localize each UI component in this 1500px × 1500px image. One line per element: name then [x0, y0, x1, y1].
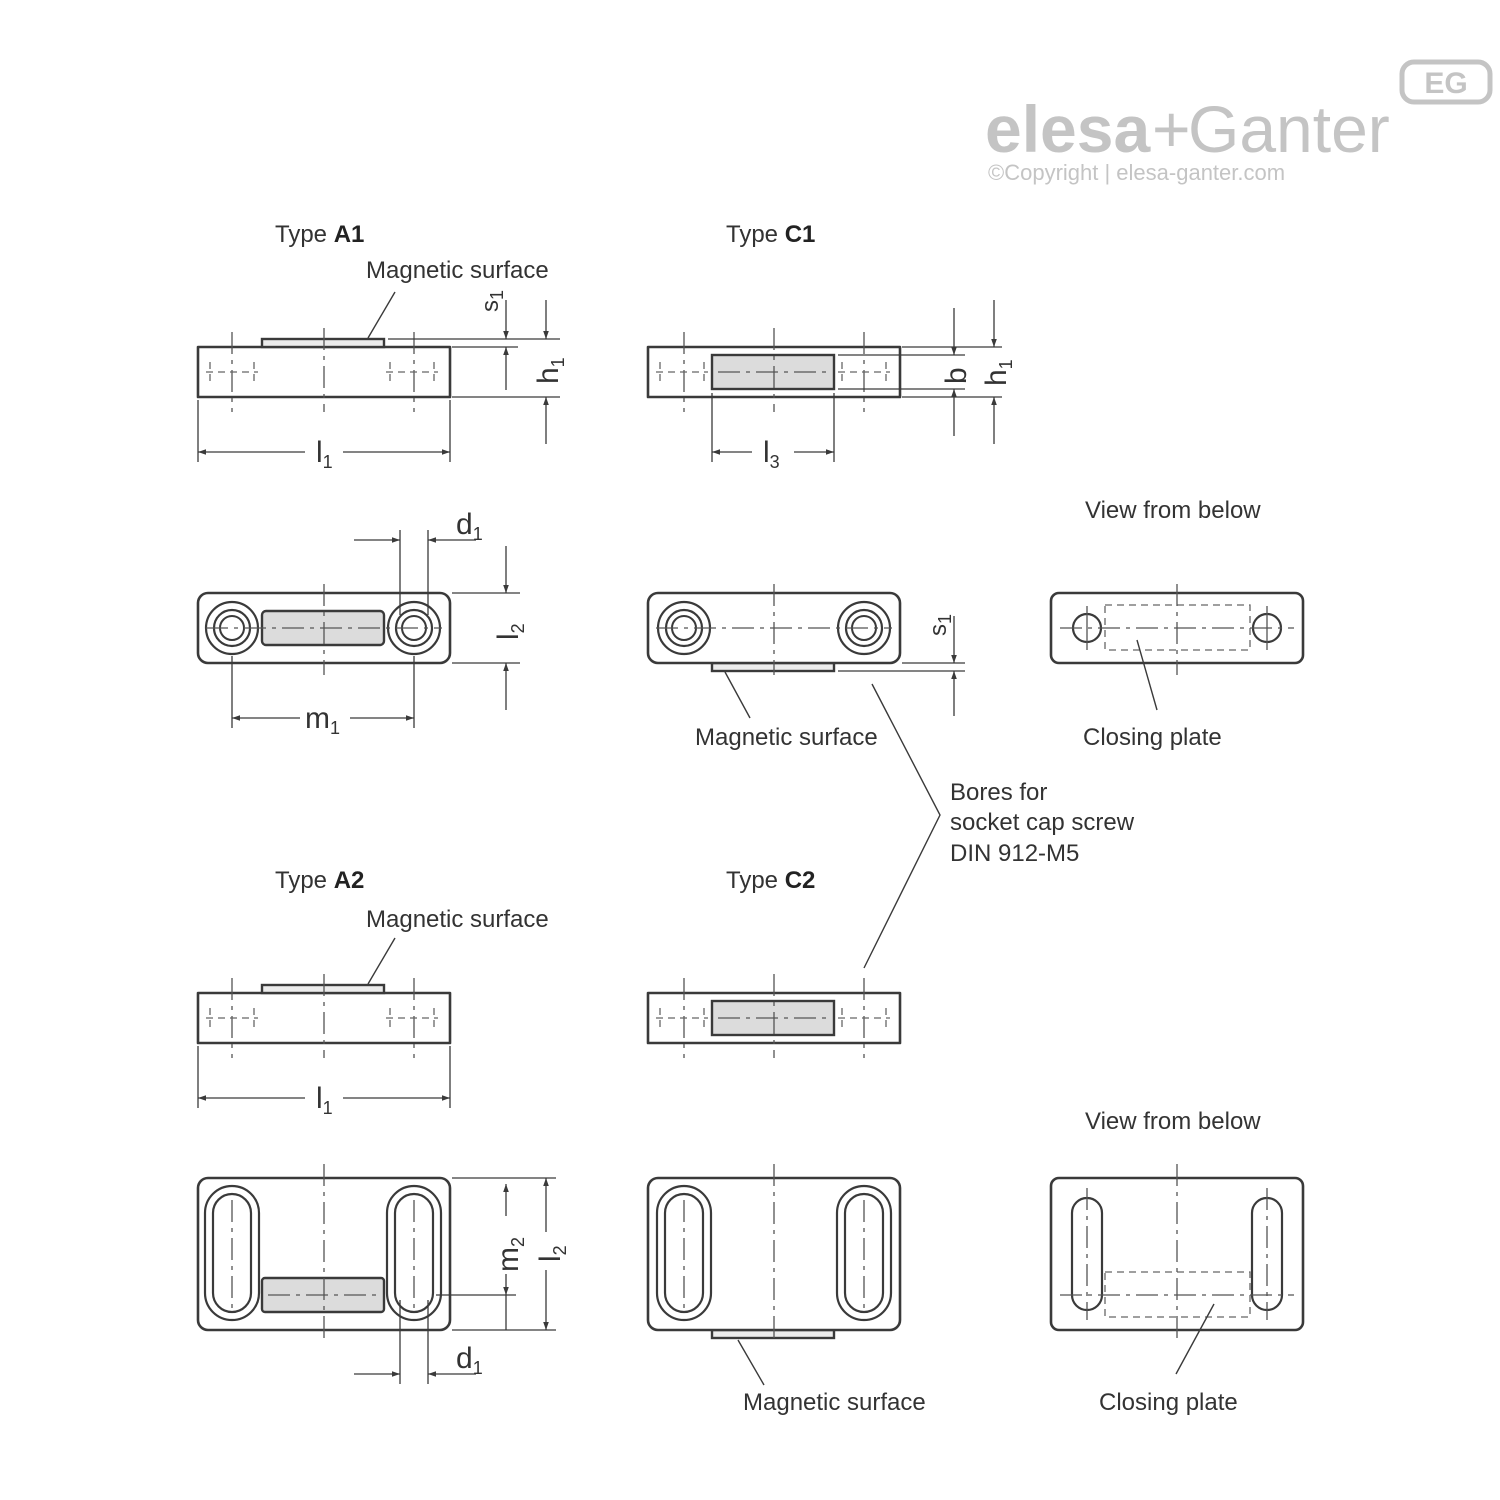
dim-h1-c1: h1 — [980, 359, 1016, 386]
dim-h1-a1: h1 — [532, 357, 568, 384]
dim-d1-a2: d1 — [456, 1342, 483, 1378]
view-from-below-title-1: View from below — [1085, 497, 1261, 524]
closing-plate-label-2: Closing plate — [1099, 1389, 1238, 1416]
type-c2-top-view: Magnetic surface — [646, 1164, 926, 1416]
type-a1-side-view: Type A1 Magnetic surface l1 s1 h1 — [196, 221, 568, 472]
view-from-below-1: View from below Closing plate — [1049, 497, 1305, 751]
logo-badge-text: EG — [1424, 67, 1467, 100]
type-c2-side-view: Type C2 — [646, 867, 902, 1058]
type-a1-top-view: m1 d1 l2 — [196, 508, 528, 738]
bores-label-line3: DIN 912-M5 — [950, 840, 1079, 867]
dim-l1-a2: l1 — [316, 1082, 333, 1118]
type-a2-side-view: Type A2 Magnetic surface l1 — [196, 867, 549, 1118]
closing-plate-label-1: Closing plate — [1083, 724, 1222, 751]
logo-plus: + — [1152, 92, 1191, 166]
type-a1-title: Type A1 — [275, 221, 364, 248]
type-c2-magnetic-label: Magnetic surface — [743, 1389, 926, 1416]
dim-l2-a2: l2 — [534, 1245, 570, 1262]
dim-m1: m1 — [305, 702, 340, 738]
type-c1-title: Type C1 — [726, 221, 815, 248]
logo-elesa: elesa — [985, 92, 1151, 166]
dim-s1-c1: s1 — [925, 614, 955, 636]
view-from-below-2: View from below Closing plate — [1049, 1108, 1305, 1416]
type-c1-side-view: Type C1 l3 b h1 — [646, 221, 1016, 472]
type-a1-magnetic-label: Magnetic surface — [366, 257, 549, 284]
dim-b: b — [940, 367, 973, 384]
dim-l2-a1: l2 — [492, 623, 528, 640]
view-from-below-title-2: View from below — [1085, 1108, 1261, 1135]
dim-d1-a1: d1 — [456, 508, 483, 544]
type-a2-title: Type A2 — [275, 867, 364, 894]
type-c1-top-view: s1 Magnetic surface — [646, 584, 965, 751]
type-a2-top-view: d1 m2 l2 — [196, 1164, 570, 1384]
dim-s1-a1: s1 — [477, 290, 507, 312]
brand-logo: EG elesa + Ganter ©Copyright | elesa-gan… — [985, 59, 1493, 185]
type-c2-title: Type C2 — [726, 867, 815, 894]
dim-l3: l3 — [763, 436, 780, 472]
dim-m2: m2 — [492, 1237, 528, 1272]
logo-badge — [1399, 59, 1493, 105]
bores-callout: Bores for socket cap screw DIN 912-M5 — [863, 683, 1135, 969]
bores-label-line1: Bores for — [950, 779, 1047, 806]
type-a2-magnetic-label: Magnetic surface — [366, 906, 549, 933]
dim-l1: l1 — [316, 436, 333, 472]
logo-ganter: Ganter — [1188, 92, 1390, 166]
logo-copyright: ©Copyright | elesa-ganter.com — [988, 160, 1285, 185]
type-c1-magnetic-label: Magnetic surface — [695, 724, 878, 751]
bores-label-line2: socket cap screw — [950, 809, 1135, 836]
